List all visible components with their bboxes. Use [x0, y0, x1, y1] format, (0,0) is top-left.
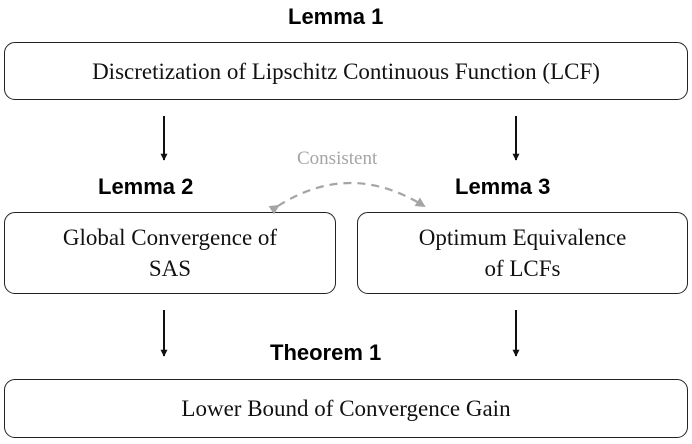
consistent-label: Consistent — [297, 148, 378, 169]
lemma-2-heading: Lemma 2 — [98, 174, 194, 199]
theorem-1-heading: Theorem 1 — [270, 340, 382, 365]
lemma-3-box: Optimum Equivalence of LCFs — [357, 212, 688, 294]
theorem-1-box-line-1: Lower Bound of Convergence Gain — [181, 396, 511, 421]
lemma-1-box: Discretization of Lipschitz Continuous F… — [4, 42, 688, 100]
lemma-3-box-line-2: of LCFs — [484, 256, 561, 281]
lemma-2-box: Global Convergence of SAS — [4, 212, 336, 294]
lemma-2-box-line-1: Global Convergence of — [62, 225, 278, 250]
lemma-1-heading: Lemma 1 — [288, 4, 384, 29]
lemma-2-box-line-2: SAS — [148, 256, 192, 281]
consistent-dashed-arrow — [268, 182, 426, 215]
lemma-3-heading: Lemma 3 — [455, 174, 551, 199]
lemma-3-box-line-1: Optimum Equivalence — [418, 225, 627, 250]
theorem-1-box: Lower Bound of Convergence Gain — [4, 379, 688, 438]
lemma-1-box-line-1: Discretization of Lipschitz Continuous F… — [92, 58, 600, 84]
